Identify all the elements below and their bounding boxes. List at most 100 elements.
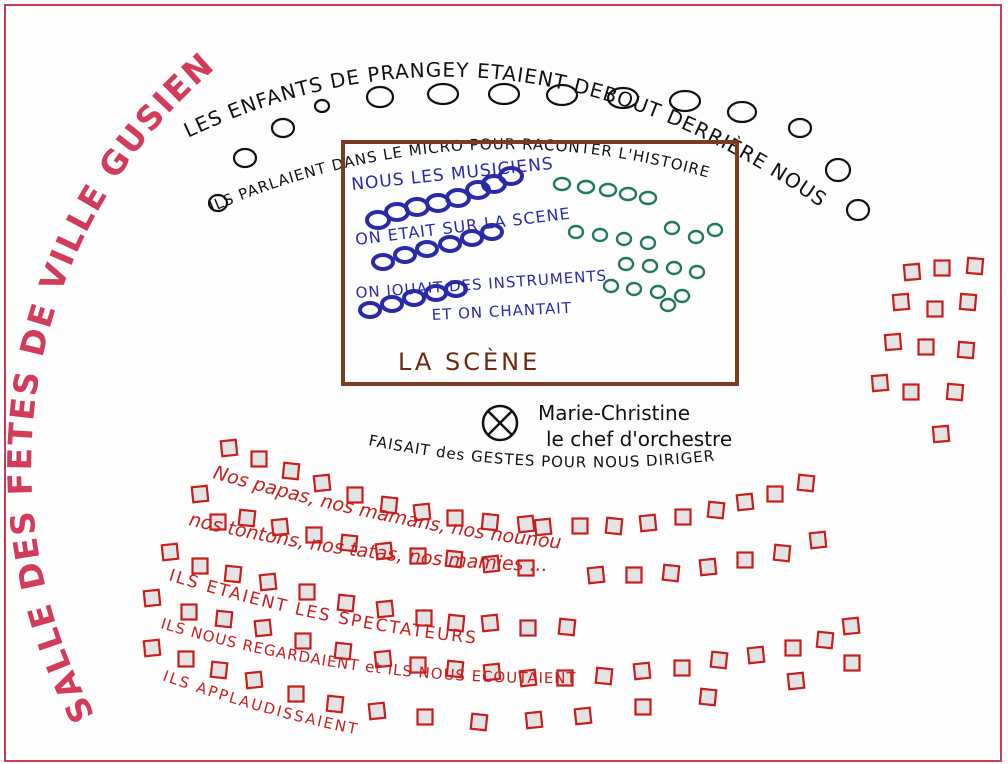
seat xyxy=(379,495,399,515)
seat xyxy=(333,641,353,661)
seat xyxy=(409,547,427,565)
seat xyxy=(638,513,658,533)
children-circles xyxy=(207,82,871,222)
musician-circle xyxy=(641,258,659,274)
musician-circle xyxy=(618,186,638,202)
seat xyxy=(416,708,434,726)
musician-circle xyxy=(673,288,691,304)
seat xyxy=(926,300,944,318)
child-circle xyxy=(545,83,579,107)
seat xyxy=(634,698,652,716)
seat xyxy=(298,583,316,601)
seat xyxy=(516,514,536,534)
seat xyxy=(604,516,624,536)
seat xyxy=(480,512,500,532)
seat xyxy=(933,259,951,277)
seat xyxy=(482,662,502,682)
seat xyxy=(524,710,544,730)
musician-circle xyxy=(445,188,471,208)
seat xyxy=(305,526,323,544)
seat xyxy=(346,486,364,504)
stage-area xyxy=(341,140,739,386)
musician-circle xyxy=(598,182,618,198)
musician-circle xyxy=(567,224,585,240)
seat xyxy=(374,541,394,561)
seat xyxy=(945,382,965,402)
seat xyxy=(674,508,692,526)
seat xyxy=(736,551,754,569)
musician-circle xyxy=(625,281,643,297)
seat xyxy=(965,256,985,276)
seat xyxy=(673,659,691,677)
seat xyxy=(517,559,535,577)
musician-circle xyxy=(444,280,468,298)
seat xyxy=(594,666,614,686)
conductor-role: le chef d'orchestre xyxy=(546,427,732,451)
seat xyxy=(244,670,264,690)
musician-circle xyxy=(576,179,596,195)
seat xyxy=(891,292,911,312)
child-circle xyxy=(487,82,521,106)
musician-circle xyxy=(380,295,404,313)
seat xyxy=(841,616,861,636)
seat xyxy=(209,660,229,680)
seat xyxy=(625,566,643,584)
seat xyxy=(519,619,537,637)
child-circle xyxy=(787,117,813,139)
seat xyxy=(191,557,209,575)
seat xyxy=(784,639,802,657)
seat xyxy=(409,656,427,674)
seat xyxy=(445,659,465,679)
musician-circle xyxy=(460,229,484,247)
seat xyxy=(219,438,239,458)
seat xyxy=(709,650,729,670)
seat xyxy=(843,654,861,672)
seat xyxy=(706,500,726,520)
seat xyxy=(815,630,835,650)
seat xyxy=(661,563,681,583)
seat xyxy=(766,485,784,503)
musician-circle xyxy=(402,289,426,307)
seat xyxy=(142,638,162,658)
seat xyxy=(312,473,332,493)
seat xyxy=(557,617,577,637)
seat xyxy=(586,565,606,585)
conductor-icon xyxy=(481,404,519,442)
seat xyxy=(281,461,301,481)
stage-label: LA SCÈNE xyxy=(398,347,540,376)
seat xyxy=(556,669,574,687)
seat xyxy=(518,668,538,688)
seat xyxy=(367,701,387,721)
musician-circle xyxy=(639,235,657,251)
seat xyxy=(177,650,195,668)
seat xyxy=(325,694,345,714)
musician-circle xyxy=(591,227,609,243)
seat xyxy=(250,450,268,468)
musician-circle xyxy=(706,222,724,238)
seat xyxy=(223,564,243,584)
musician-circle xyxy=(615,231,633,247)
audience-seats xyxy=(142,438,861,732)
seat xyxy=(883,332,903,352)
seat xyxy=(294,632,312,650)
musician-circle xyxy=(393,246,417,264)
musician-circle xyxy=(358,301,382,319)
musician-circle xyxy=(404,197,430,217)
seat xyxy=(746,645,766,665)
child-circle xyxy=(824,157,852,183)
child-circle xyxy=(726,100,758,124)
seat xyxy=(375,599,395,619)
musician-circle xyxy=(688,264,706,280)
seat xyxy=(917,338,935,356)
seat xyxy=(796,473,816,493)
seat xyxy=(373,649,393,669)
seat xyxy=(287,685,305,703)
seat xyxy=(902,262,922,282)
seat xyxy=(481,554,501,574)
seat xyxy=(958,292,978,312)
seat xyxy=(446,509,464,527)
child-circle xyxy=(313,98,331,114)
seat xyxy=(336,593,356,613)
musician-circle xyxy=(638,190,658,206)
